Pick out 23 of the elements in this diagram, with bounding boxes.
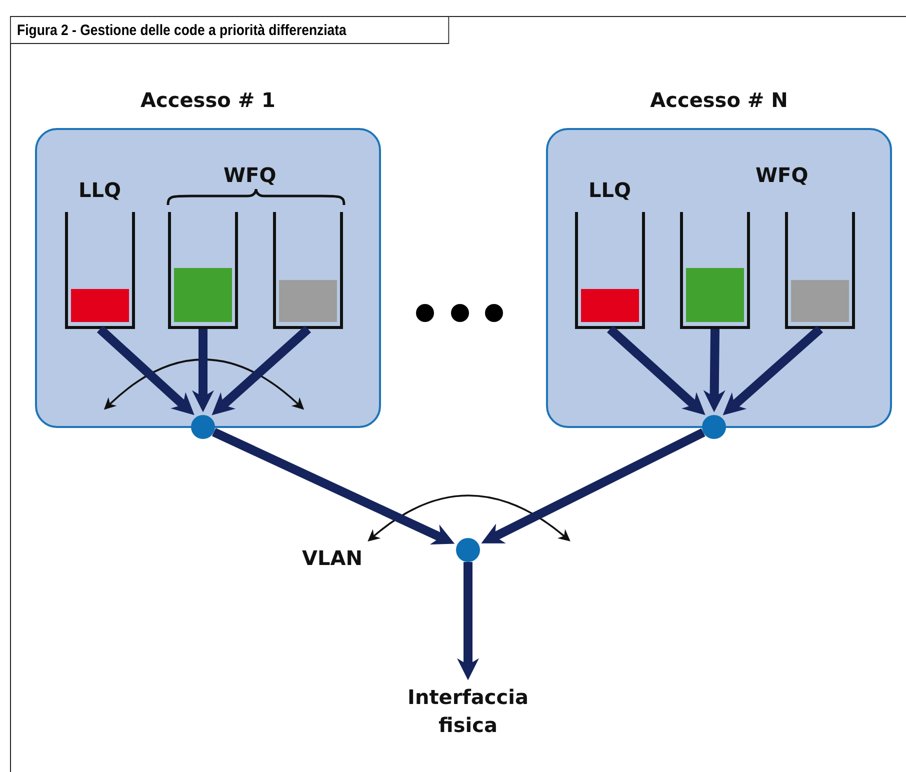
arrow [703, 328, 726, 412]
queue-container [168, 212, 238, 329]
queue-container [65, 212, 135, 329]
queue-container [575, 212, 645, 329]
figure-title: Figura 2 - Gestione delle code a priorità differenziata [10, 16, 450, 44]
arrow [212, 428, 455, 545]
text-label: WFQ [224, 163, 276, 187]
text-label: LLQ [588, 178, 631, 202]
queue-container [785, 212, 855, 329]
text-label: WFQ [756, 163, 808, 187]
arrow [481, 428, 706, 544]
arrow [96, 326, 194, 416]
text-label: VLAN [302, 546, 362, 570]
panel-heading: Accesso # N [649, 88, 789, 114]
arrow [212, 326, 311, 416]
queue-container [273, 212, 343, 329]
panel-heading: Accesso # 1 [140, 88, 276, 114]
node-label: Interfaccia fisica [383, 683, 553, 741]
arrow [722, 326, 823, 416]
queue-container [680, 212, 750, 329]
arrow [606, 326, 706, 416]
junction-dot [456, 538, 480, 562]
text-label: LLQ [78, 178, 121, 202]
